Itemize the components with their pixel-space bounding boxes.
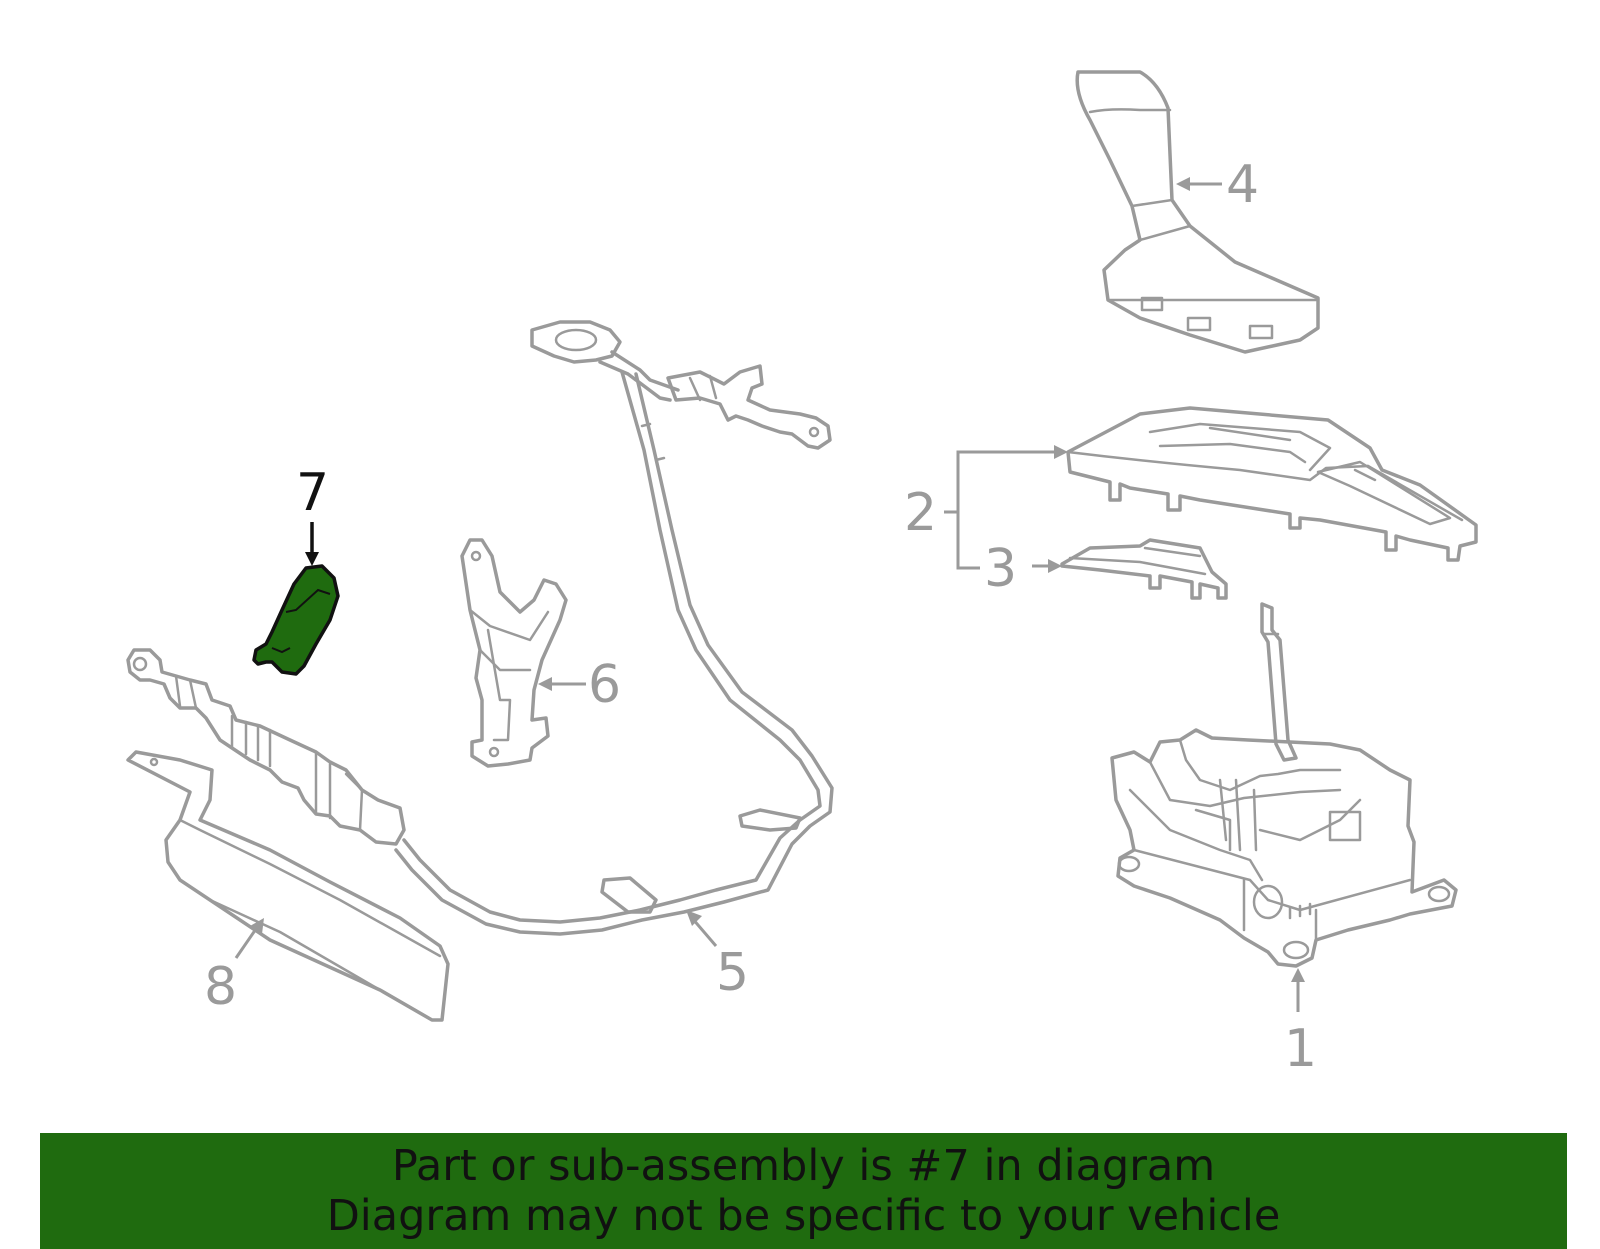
callout-1: 1 [1284,1019,1317,1079]
leader-7 [305,522,319,566]
leader-3 [1032,559,1062,573]
leader-5 [686,910,718,947]
callout-4: 4 [1226,155,1259,215]
callout-6: 6 [588,655,621,715]
part-8-heat-shield[interactable] [126,750,450,1022]
callout-5: 5 [716,943,749,1003]
callout-2: 2 [904,483,937,543]
leader-8 [234,918,264,959]
cable-end-fitting [126,648,406,846]
banner-line-2: Diagram may not be specific to your vehi… [326,1191,1281,1241]
part-7-highlight-shape[interactable] [252,564,340,676]
callout-8: 8 [204,957,237,1017]
callout-7: 7 [296,463,329,523]
part-5-shift-cable[interactable] [394,320,834,936]
leader-4 [1176,177,1222,191]
leader-6 [538,677,586,691]
part-1-shifter-assembly[interactable] [1110,602,1458,968]
callout-3: 3 [984,539,1017,599]
banner-line-1: Part or sub-assembly is #7 in diagram [391,1141,1216,1191]
leader-2 [944,445,1068,570]
part-3-indicator-plate[interactable] [1060,538,1228,600]
part-4-shift-knob[interactable] [1075,70,1320,354]
info-banner: Part or sub-assembly is #7 in diagram Di… [40,1133,1567,1249]
leader-1 [1291,968,1305,1012]
part-2-trim-bezel[interactable] [1066,406,1478,562]
part-7-cable-end-bushing[interactable] [252,564,340,676]
part-6-cable-bracket[interactable] [460,538,568,768]
